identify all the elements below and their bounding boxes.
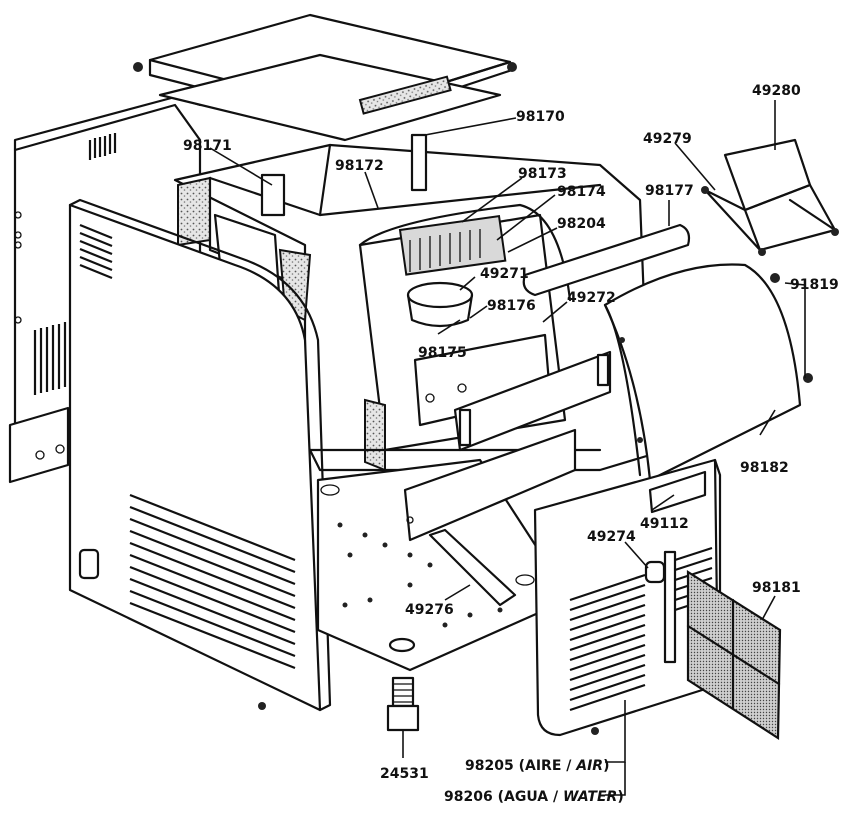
label-91819: 91819 (790, 277, 839, 293)
drain-fitting (386, 676, 420, 732)
label-98177: 98177 (645, 183, 694, 199)
front-door (603, 263, 813, 482)
label-98205-air-variant: 98205 (AIRE / AIR) (465, 758, 610, 774)
label-98204: 98204 (557, 216, 606, 232)
label-49271: 49271 (480, 266, 529, 282)
label-98176: 98176 (487, 298, 536, 314)
label-98171: 98171 (183, 138, 232, 154)
base-plate (316, 428, 577, 672)
label-98174: 98174 (557, 184, 606, 200)
label-98206-water-variant: 98206 (AGUA / WATER) (444, 789, 624, 805)
label-49279: 49279 (643, 131, 692, 147)
label-98170: 98170 (516, 109, 565, 125)
air-filter (686, 570, 782, 740)
part-labels: 98170 98171 98172 98173 98174 98204 9817… (183, 83, 839, 805)
label-49276: 49276 (405, 602, 454, 618)
label-98172: 98172 (335, 158, 384, 174)
label-98175: 98175 (418, 345, 467, 361)
label-49272: 49272 (567, 290, 616, 306)
label-24531: 24531 (380, 766, 429, 782)
front-bar (453, 223, 691, 452)
label-98181: 98181 (752, 580, 801, 596)
label-98182: 98182 (740, 460, 789, 476)
label-49280: 49280 (752, 83, 801, 99)
top-lid (133, 13, 517, 142)
label-98173: 98173 (518, 166, 567, 182)
leader-lines (209, 100, 806, 796)
label-49274: 49274 (587, 529, 636, 545)
left-side-panel (68, 198, 332, 712)
label-49112: 49112 (640, 516, 689, 532)
deflector-assembly (701, 138, 839, 256)
